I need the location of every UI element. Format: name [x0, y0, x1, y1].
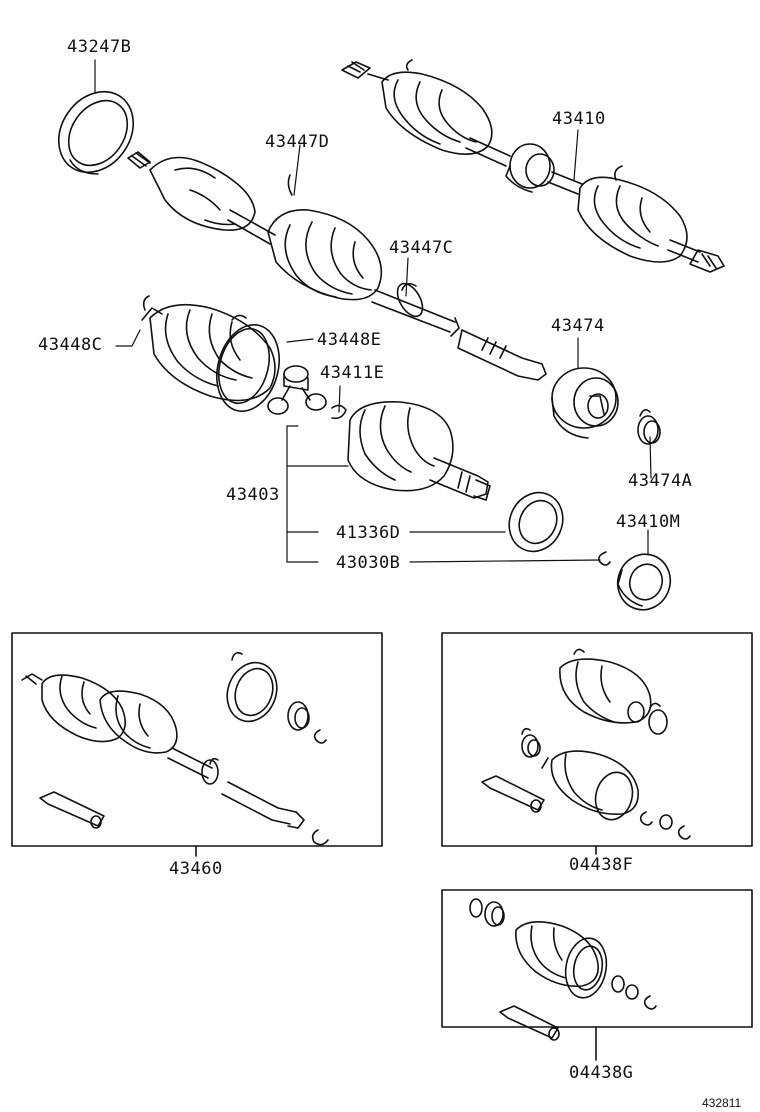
drive-shaft-43410: [342, 60, 724, 272]
kit-43460-frame: [12, 633, 382, 846]
label-43410M: 43410M: [616, 512, 681, 532]
kit-04438F-frame: [442, 633, 752, 846]
label-43030B: 43030B: [336, 553, 401, 573]
kit-43460-contents: [22, 653, 328, 845]
label-43411E: 43411E: [320, 363, 385, 383]
snap-ring-43474A: [638, 410, 660, 444]
clip-43030B: [599, 552, 610, 565]
label-kit-04438F: 04438F: [569, 855, 634, 875]
kit-04438G-frame: [442, 890, 752, 1027]
kit-04438G-contents: [470, 899, 656, 1040]
seal-ring-43247B: [43, 77, 148, 186]
label-43474A: 43474A: [628, 471, 693, 491]
bearing-43474: [552, 368, 618, 438]
boot-43448C: [142, 296, 275, 401]
tripod-joint-43411E: [268, 366, 346, 418]
joint-housing-43403: [348, 402, 490, 500]
kit-04438F-contents: [482, 649, 690, 839]
label-43410: 43410: [552, 109, 606, 129]
label-43403: 43403: [226, 485, 280, 505]
label-kit-43460: 43460: [169, 859, 223, 879]
clamp-43448E: [208, 315, 289, 418]
figure-number: 432811: [702, 1096, 742, 1110]
label-43448E: 43448E: [317, 330, 382, 350]
bearing-43410M: [610, 547, 678, 617]
label-41336D: 41336D: [336, 523, 401, 543]
label-43447D: 43447D: [265, 132, 330, 152]
label-43247B: 43247B: [67, 37, 132, 57]
label-43474: 43474: [551, 316, 605, 336]
seal-41336D: [500, 484, 572, 560]
inner-shaft-assembly: [128, 152, 546, 380]
label-43448C: 43448C: [38, 335, 103, 355]
label-43447C: 43447C: [389, 238, 454, 258]
label-kit-04438G: 04438G: [569, 1063, 634, 1083]
leader-lines: [95, 60, 651, 562]
